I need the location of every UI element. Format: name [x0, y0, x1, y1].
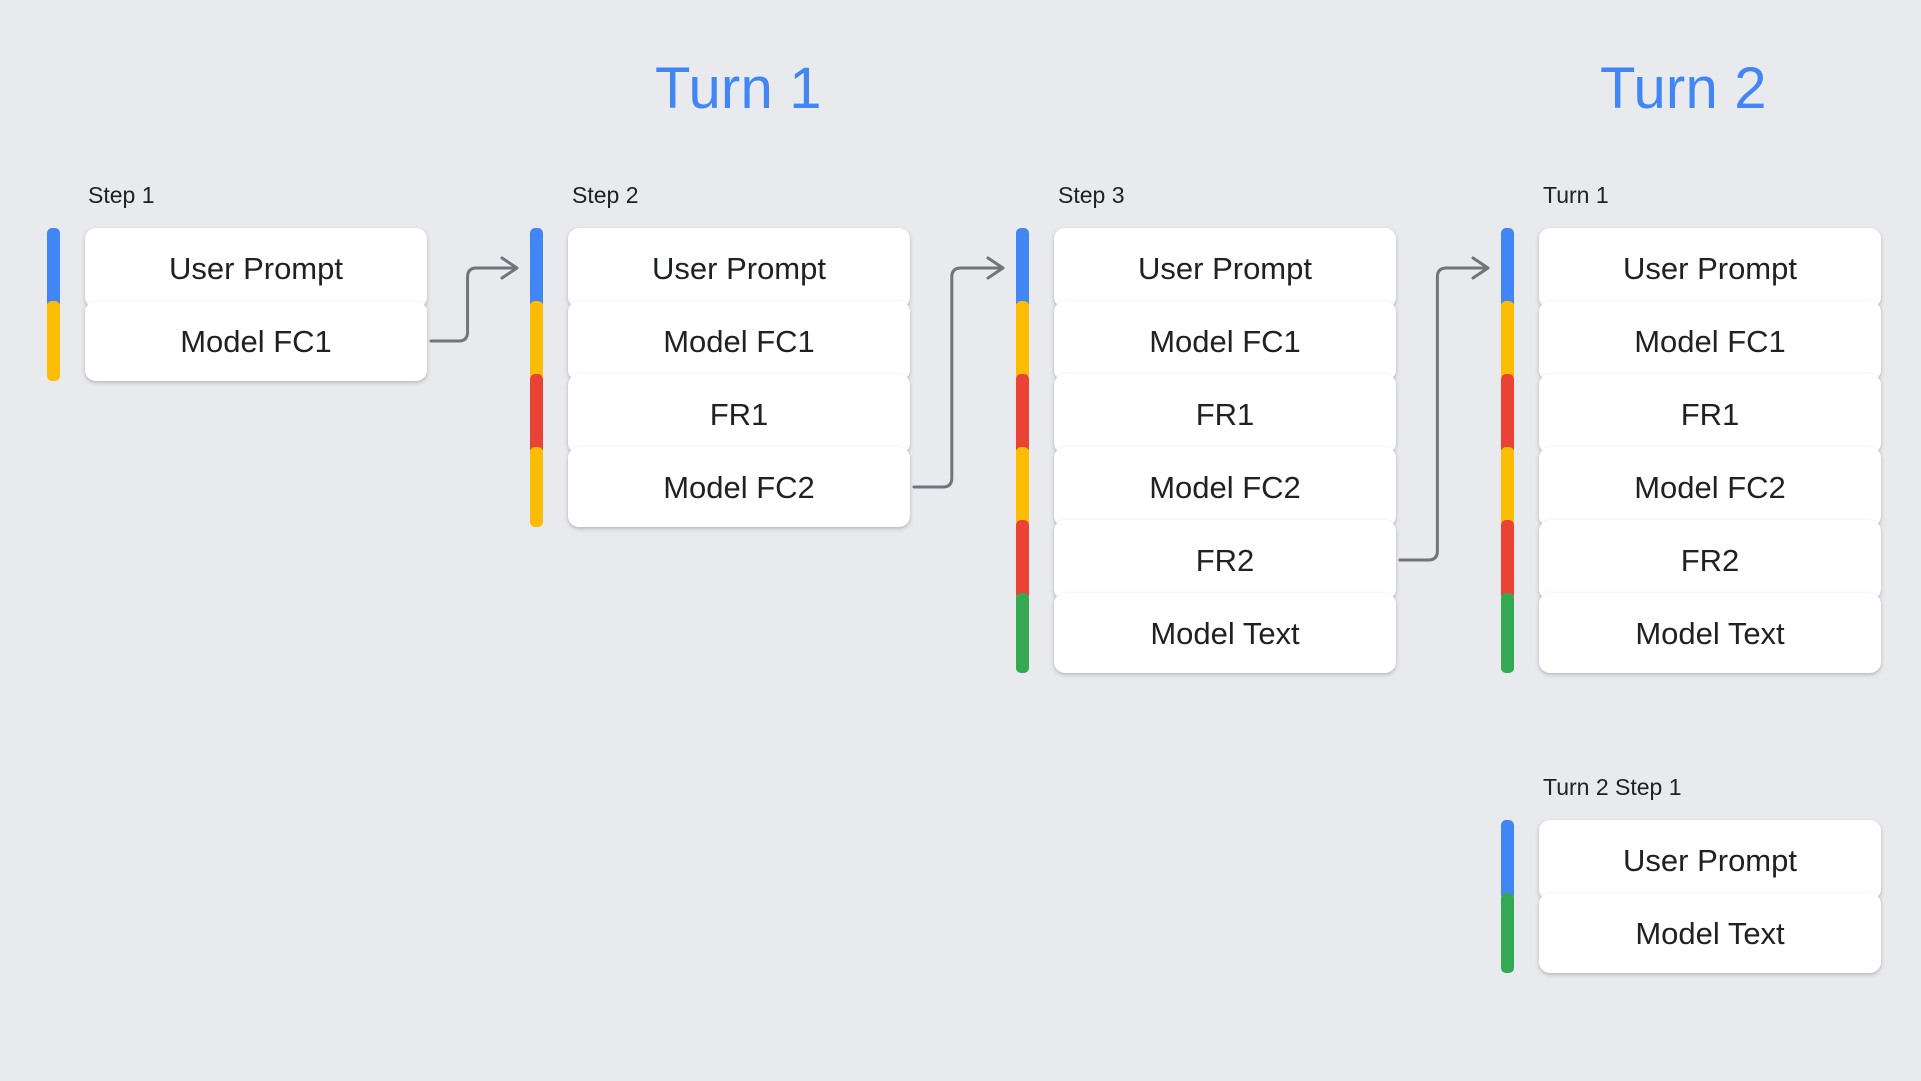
connector-arrow-step1-to-step2	[429, 256, 519, 343]
context-card[interactable]: FR1	[1539, 374, 1881, 454]
context-card[interactable]: User Prompt	[85, 228, 427, 308]
context-card[interactable]: FR2	[1539, 520, 1881, 600]
connector-arrow-step2-to-step3	[912, 256, 1005, 489]
color-bar-yellow	[1501, 447, 1514, 527]
context-card[interactable]: Model FC1	[1539, 301, 1881, 381]
context-card-label: Model FC2	[1149, 469, 1301, 505]
context-row: Model Text	[1501, 593, 1881, 673]
color-bar-red	[530, 374, 543, 454]
column-label: Step 2	[572, 182, 639, 208]
context-row: FR2	[1016, 520, 1396, 600]
color-bar-red	[1016, 374, 1029, 454]
context-card-label: Model FC1	[663, 323, 815, 359]
context-card-label: Model Text	[1150, 615, 1300, 651]
color-bar-blue	[1501, 228, 1514, 308]
context-card-label: FR2	[1680, 542, 1740, 578]
context-row: FR1	[1501, 374, 1881, 454]
color-bar-blue	[1501, 820, 1514, 900]
context-row: Model FC2	[530, 447, 910, 527]
context-card[interactable]: FR1	[1054, 374, 1396, 454]
context-card[interactable]: Model FC1	[568, 301, 910, 381]
context-card[interactable]: Model FC2	[1539, 447, 1881, 527]
arrowhead-icon	[986, 256, 1005, 280]
context-card-label: Model FC2	[1634, 469, 1786, 505]
column-label: Step 1	[88, 182, 155, 208]
context-card-label: User Prompt	[1623, 842, 1797, 878]
context-row: FR1	[1016, 374, 1396, 454]
context-card[interactable]: Model FC1	[1054, 301, 1396, 381]
context-row: Model Text	[1501, 893, 1881, 973]
context-card-label: User Prompt	[1138, 250, 1312, 286]
context-row: Model Text	[1016, 593, 1396, 673]
context-row: Model FC1	[530, 301, 910, 381]
context-card-label: Model FC1	[1149, 323, 1301, 359]
context-row: Model FC2	[1501, 447, 1881, 527]
column-label: Step 3	[1058, 182, 1125, 208]
context-row: User Prompt	[1016, 228, 1396, 308]
context-card-label: FR1	[1680, 396, 1740, 432]
color-bar-green	[1501, 593, 1514, 673]
connector-path	[429, 266, 518, 343]
context-row: FR1	[530, 374, 910, 454]
color-bar-green	[1016, 593, 1029, 673]
context-card[interactable]: User Prompt	[1539, 228, 1881, 308]
context-row: Model FC2	[1016, 447, 1396, 527]
context-card[interactable]: Model Text	[1539, 893, 1881, 973]
color-bar-yellow	[1016, 301, 1029, 381]
context-card-label: Model FC1	[180, 323, 332, 359]
context-card-label: User Prompt	[652, 250, 826, 286]
connector-path	[1398, 266, 1489, 562]
context-card-label: Model FC2	[663, 469, 815, 505]
context-row: Model FC1	[47, 301, 427, 381]
color-bar-yellow	[47, 301, 60, 381]
context-card[interactable]: Model FC2	[568, 447, 910, 527]
context-row: User Prompt	[47, 228, 427, 308]
connector-arrow-step3-to-turn1	[1398, 256, 1490, 562]
color-bar-blue	[1016, 228, 1029, 308]
color-bar-yellow	[530, 301, 543, 381]
context-card[interactable]: User Prompt	[1054, 228, 1396, 308]
color-bar-blue	[47, 228, 60, 308]
context-card[interactable]: Model FC2	[1054, 447, 1396, 527]
color-bar-red	[1016, 520, 1029, 600]
section-title-turn-2: Turn 2	[1600, 56, 1767, 121]
color-bar-blue	[530, 228, 543, 308]
context-card-label: Model Text	[1635, 615, 1785, 651]
context-card-label: FR1	[709, 396, 769, 432]
context-card[interactable]: Model Text	[1539, 593, 1881, 673]
context-row: Model FC1	[1016, 301, 1396, 381]
context-card[interactable]: FR1	[568, 374, 910, 454]
context-card-label: FR1	[1195, 396, 1255, 432]
arrowhead-icon	[1471, 256, 1490, 280]
context-card-label: FR2	[1195, 542, 1255, 578]
color-bar-yellow	[1501, 301, 1514, 381]
column-label: Turn 1	[1543, 182, 1609, 208]
context-card[interactable]: User Prompt	[1539, 820, 1881, 900]
context-row: User Prompt	[1501, 820, 1881, 900]
color-bar-red	[1501, 520, 1514, 600]
context-row: FR2	[1501, 520, 1881, 600]
color-bar-red	[1501, 374, 1514, 454]
context-card-label: Model FC1	[1634, 323, 1786, 359]
context-card-label: Model Text	[1635, 915, 1785, 951]
context-row: User Prompt	[530, 228, 910, 308]
column-label: Turn 2 Step 1	[1543, 774, 1682, 800]
context-card[interactable]: User Prompt	[568, 228, 910, 308]
connector-path	[912, 266, 1004, 489]
context-row: Model FC1	[1501, 301, 1881, 381]
context-card[interactable]: FR2	[1054, 520, 1396, 600]
context-row: User Prompt	[1501, 228, 1881, 308]
context-card[interactable]: Model Text	[1054, 593, 1396, 673]
color-bar-green	[1501, 893, 1514, 973]
color-bar-yellow	[1016, 447, 1029, 527]
color-bar-yellow	[530, 447, 543, 527]
context-card[interactable]: Model FC1	[85, 301, 427, 381]
context-card-label: User Prompt	[1623, 250, 1797, 286]
section-title-turn-1: Turn 1	[655, 56, 822, 121]
context-card-label: User Prompt	[169, 250, 343, 286]
arrowhead-icon	[500, 256, 519, 280]
